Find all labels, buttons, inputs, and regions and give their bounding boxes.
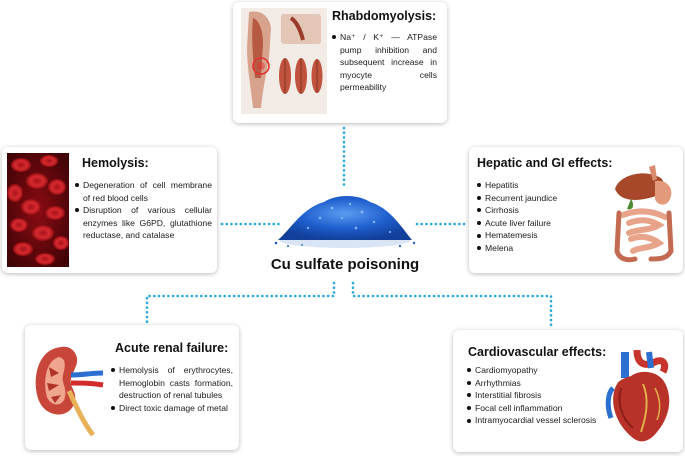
list-item: Cardiomyopathy: [467, 364, 607, 377]
list-item: Hemolysis of erythrocytes, Hemoglobin ca…: [111, 364, 233, 402]
hepatic-gi-list: Hepatitis Recurrent jaundice Cirrhosis A…: [477, 179, 607, 255]
list-item: Hematemesis: [477, 229, 607, 242]
copper-sulfate-powder-illustration: [272, 188, 418, 250]
hepatic-gi-title: Hepatic and GI effects:: [477, 156, 612, 170]
list-item: Intramyocardial vessel sclerosis: [467, 414, 607, 427]
cardiovascular-list: Cardiomyopathy Arrhythmias Interstitial …: [467, 364, 607, 427]
list-item: Degeneration of cell membrane of red blo…: [75, 179, 212, 204]
list-item: Na⁺ / K⁺ — ATPase pump inhibition and su…: [332, 31, 437, 94]
list-item: Disruption of various cellular enzymes l…: [75, 204, 212, 242]
connector-cardio: [353, 283, 551, 325]
muscle-illustration: [241, 8, 327, 114]
renal-list: Hemolysis of erythrocytes, Hemoglobin ca…: [111, 364, 233, 414]
list-item: Interstitial fibrosis: [467, 389, 607, 402]
hemolysis-list: Degeneration of cell membrane of red blo…: [75, 179, 212, 242]
heart-illustration: [603, 348, 677, 448]
liver-gi-tract-illustration: [609, 159, 679, 269]
hemolysis-card: Hemolysis: Degeneration of cell membrane…: [2, 147, 217, 273]
hepatic-gi-card: Hepatic and GI effects: Hepatitis Recurr…: [469, 147, 683, 273]
center-title: Cu sulfate poisoning: [255, 256, 435, 273]
cardiovascular-card: Cardiovascular effects: Cardiomyopathy A…: [453, 330, 683, 452]
renal-card: Acute renal failure: Hemolysis of erythr…: [25, 325, 239, 450]
list-item: Arrhythmias: [467, 377, 607, 390]
kidney-illustration: [31, 339, 107, 439]
list-item: Hepatitis: [477, 179, 607, 192]
cardiovascular-title: Cardiovascular effects:: [468, 345, 606, 359]
list-item: Recurrent jaundice: [477, 192, 607, 205]
list-item: Focal cell inflammation: [467, 402, 607, 415]
list-item: Direct toxic damage of metal: [111, 402, 233, 415]
rhabdomyolysis-card: Rhabdomyolysis: Na⁺ / K⁺ — ATPase pump i…: [233, 2, 447, 123]
list-item: Cirrhosis: [477, 204, 607, 217]
connector-renal: [147, 283, 334, 322]
hemolysis-title: Hemolysis:: [82, 156, 149, 170]
rhabdomyolysis-title: Rhabdomyolysis:: [332, 9, 436, 23]
list-item: Melena: [477, 242, 607, 255]
rhabdomyolysis-list: Na⁺ / K⁺ — ATPase pump inhibition and su…: [332, 31, 437, 94]
red-blood-cells-illustration: [7, 153, 69, 267]
list-item: Acute liver failure: [477, 217, 607, 230]
renal-title: Acute renal failure:: [115, 341, 228, 355]
